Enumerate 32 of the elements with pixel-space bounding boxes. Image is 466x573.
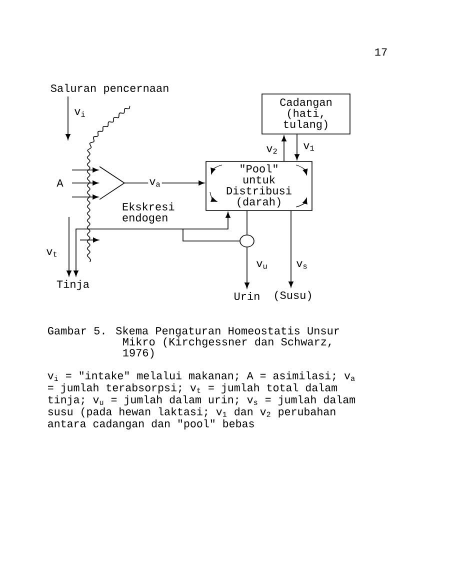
edge-label: v$_{2}$: [266, 146, 277, 154]
chevron-symbol: [99, 166, 126, 200]
edge-label: v$_{i}$: [74, 109, 85, 117]
arrow: [66, 216, 72, 276]
arrow: [282, 136, 286, 162]
figure-caption: Gambar 5. Skema Pengaturan Homeostatis Unsur Mikro (Kirchgessner dan Schwarz, 1976): [48, 326, 339, 359]
arrow: [244, 247, 250, 288]
text-label: (Susu): [275, 290, 311, 302]
text-label: Urin: [234, 292, 260, 300]
arrow: [72, 180, 98, 186]
text-label: Saluran pencernaan: [50, 84, 168, 94]
edge-label: Ekskresi endogen: [122, 202, 174, 224]
text-label: Tinja: [56, 280, 90, 290]
arrow: [72, 168, 98, 172]
valve-circle: [240, 234, 254, 248]
arrow: [74, 228, 184, 276]
edge-label: v$_{a}$: [150, 179, 160, 187]
text-label: A: [56, 179, 64, 187]
legend-paragraph: v$_{i}$ = "intake" melalui makanan; A = asimilasi; v$_{a}$ = jumlah terabsorpsi; v$_{t}$ = jumlah total dalam tinja; v$_{u}$ = jumlah dalam urin; v$_{s}$ = jumlah dalam susu (pada hewan laktasi; v$_{1}$ dan v$_{2}$ perubahan antara cadangan dan "pool" bebas: [48, 371, 356, 430]
pool-box: "Pool" untuk Distribusi (darah): [206, 161, 312, 211]
storage-box: Cadangan (hati, tulang): [262, 94, 350, 134]
arrow: [288, 210, 294, 288]
edge-label: v$_{1}$: [304, 143, 314, 151]
arrow: [124, 180, 204, 186]
edge-label: v$_{u}$: [256, 261, 267, 269]
arrow: [182, 212, 230, 230]
edge-label: v$_{t}$: [46, 249, 57, 257]
arrow: [72, 194, 98, 200]
arrow: [66, 96, 70, 140]
page-number: 17: [375, 48, 387, 56]
edge-label: v$_{s}$: [296, 261, 307, 269]
arrow: [294, 134, 300, 160]
